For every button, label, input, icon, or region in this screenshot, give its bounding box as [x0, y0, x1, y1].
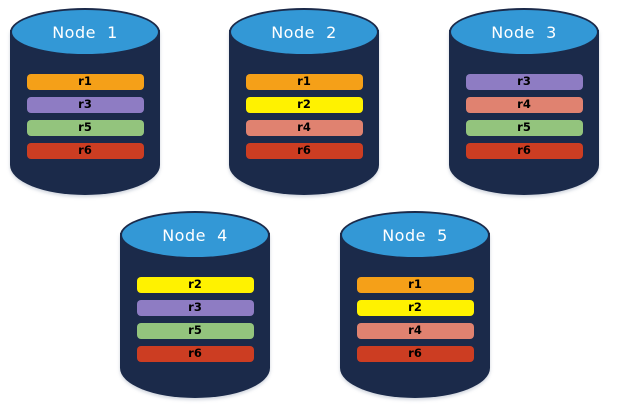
node-cylinder-top — [231, 10, 377, 54]
node-label: Node 5 — [382, 225, 448, 245]
replica-stack: r3 r4 r5 r6 — [449, 74, 599, 159]
replica-bar[interactable]: r3 — [26, 97, 144, 113]
replica-bar[interactable]: r6 — [465, 143, 583, 159]
replica-bar[interactable]: r6 — [245, 143, 363, 159]
node-cylinder-top — [451, 10, 597, 54]
database-node-2[interactable]: Node 2 r1 r2 r4 r6 — [229, 8, 379, 195]
node-label: Node 4 — [162, 225, 228, 245]
replica-bar[interactable]: r2 — [245, 97, 363, 113]
node-label: Node 1 — [52, 22, 118, 42]
replica-bar[interactable]: r1 — [245, 74, 363, 90]
replica-bar[interactable]: r2 — [136, 277, 254, 293]
replica-bar[interactable]: r6 — [356, 346, 474, 362]
replica-bar[interactable]: r1 — [26, 74, 144, 90]
database-node-4[interactable]: Node 4 r2 r3 r5 r6 — [120, 211, 270, 398]
node-cylinder-top — [342, 213, 488, 257]
replica-bar[interactable]: r5 — [26, 120, 144, 136]
node-cylinder-top — [122, 213, 268, 257]
database-node-5[interactable]: Node 5 r1 r2 r4 r6 — [340, 211, 490, 398]
replica-stack: r1 r2 r4 r6 — [340, 277, 490, 362]
replica-bar[interactable]: r5 — [136, 323, 254, 339]
database-node-3[interactable]: Node 3 r3 r4 r5 r6 — [449, 8, 599, 195]
replica-stack: r1 r3 r5 r6 — [10, 74, 160, 159]
replica-bar[interactable]: r3 — [465, 74, 583, 90]
node-label: Node 2 — [271, 22, 337, 42]
replica-bar[interactable]: r4 — [356, 323, 474, 339]
replica-bar[interactable]: r4 — [245, 120, 363, 136]
node-label: Node 3 — [491, 22, 557, 42]
replica-bar[interactable]: r2 — [356, 300, 474, 316]
replica-bar[interactable]: r5 — [465, 120, 583, 136]
node-cylinder-top — [12, 10, 158, 54]
replica-bar[interactable]: r1 — [356, 277, 474, 293]
replica-bar[interactable]: r4 — [465, 97, 583, 113]
replica-stack: r1 r2 r4 r6 — [229, 74, 379, 159]
replica-bar[interactable]: r6 — [26, 143, 144, 159]
replica-stack: r2 r3 r5 r6 — [120, 277, 270, 362]
database-node-1[interactable]: Node 1 r1 r3 r5 r6 — [10, 8, 160, 195]
replica-bar[interactable]: r6 — [136, 346, 254, 362]
replica-bar[interactable]: r3 — [136, 300, 254, 316]
